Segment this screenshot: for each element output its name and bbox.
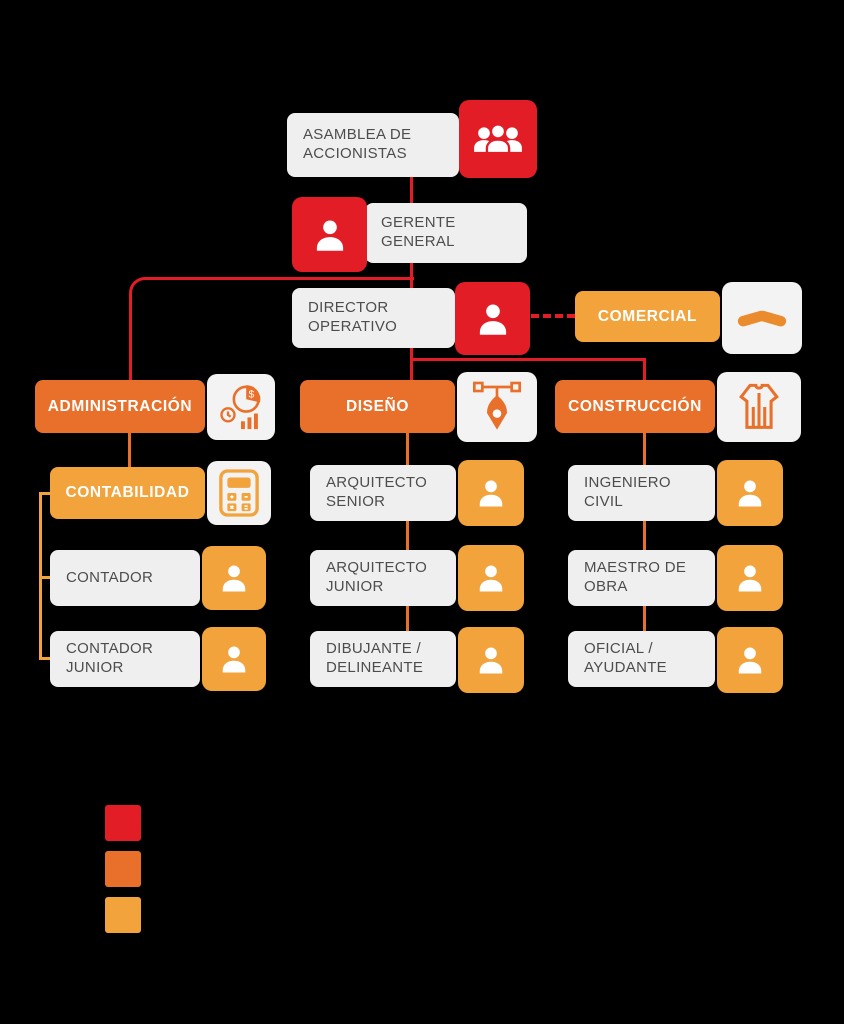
legend-swatch-red bbox=[105, 805, 141, 841]
legend-swatch-amber bbox=[105, 897, 141, 933]
person-icon bbox=[458, 545, 524, 611]
connector-branches-horizontal bbox=[410, 358, 646, 361]
node-gerente: GERENTE GENERAL bbox=[365, 203, 527, 263]
node-contador-junior-label: CONTADOR JUNIOR bbox=[66, 640, 154, 676]
node-oficial-ayudante: OFICIAL / AYUDANTE bbox=[568, 631, 715, 687]
node-contabilidad-label: CONTABILIDAD bbox=[65, 484, 190, 501]
connector-gerente-director bbox=[410, 262, 413, 290]
node-ingeniero-civil-label: INGENIERO CIVIL bbox=[584, 474, 671, 510]
node-gerente-label: GERENTE GENERAL bbox=[381, 214, 456, 250]
connector-bracket-contador-stub bbox=[39, 576, 52, 579]
node-contador-junior: CONTADOR JUNIOR bbox=[50, 631, 200, 687]
connector-bracket-top-stub bbox=[39, 492, 52, 495]
node-director-label: DIRECTOR OPERATIVO bbox=[308, 299, 398, 335]
person-icon bbox=[458, 627, 524, 693]
connector-diseno-children bbox=[406, 432, 409, 660]
node-diseno: DISEÑO bbox=[300, 380, 455, 433]
connector-construccion-children bbox=[643, 432, 646, 660]
people-group-icon bbox=[459, 100, 537, 178]
connector-construccion-drop bbox=[643, 358, 646, 380]
node-comercial-label: COMERCIAL bbox=[597, 307, 698, 325]
calculator-icon bbox=[207, 461, 271, 525]
node-arquitecto-junior: ARQUITECTO JUNIOR bbox=[310, 550, 456, 606]
person-icon bbox=[717, 460, 783, 526]
node-ingeniero-civil: INGENIERO CIVIL bbox=[568, 465, 715, 521]
node-maestro-de-obra-label: MAESTRO DE OBRA bbox=[584, 559, 687, 595]
connector-administracion-branch bbox=[129, 277, 414, 383]
node-maestro-de-obra: MAESTRO DE OBRA bbox=[568, 550, 715, 606]
node-contabilidad: CONTABILIDAD bbox=[50, 467, 205, 519]
node-contador: CONTADOR bbox=[50, 550, 200, 606]
node-asamblea-label: ASAMBLEA DE ACCIONISTAS bbox=[303, 126, 412, 162]
person-icon bbox=[202, 546, 266, 610]
node-arquitecto-senior: ARQUITECTO SENIOR bbox=[310, 465, 456, 521]
person-icon bbox=[202, 627, 266, 691]
node-arquitecto-senior-label: ARQUITECTO SENIOR bbox=[326, 474, 428, 510]
person-icon bbox=[717, 545, 783, 611]
pen-tool-icon bbox=[457, 372, 537, 442]
node-dibujante-label: DIBUJANTE / DELINEANTE bbox=[326, 640, 424, 676]
connector-admin-contabilidad bbox=[128, 432, 131, 468]
node-construccion-label: CONSTRUCCIÓN bbox=[568, 397, 702, 415]
person-icon bbox=[292, 197, 367, 272]
connector-director-comercial bbox=[531, 314, 575, 318]
node-oficial-ayudante-label: OFICIAL / AYUDANTE bbox=[584, 640, 667, 676]
node-administracion: ADMINISTRACIÓN bbox=[35, 380, 205, 433]
safety-vest-icon bbox=[717, 372, 801, 442]
finance-chart-icon: $ bbox=[207, 374, 275, 440]
node-administracion-label: ADMINISTRACIÓN bbox=[47, 397, 193, 415]
node-construccion: CONSTRUCCIÓN bbox=[555, 380, 715, 433]
legend-swatch-orange bbox=[105, 851, 141, 887]
person-icon bbox=[717, 627, 783, 693]
connector-asamblea-gerente bbox=[410, 176, 413, 205]
connector-director-down bbox=[410, 347, 413, 380]
node-director: DIRECTOR OPERATIVO bbox=[292, 288, 455, 348]
node-arquitecto-junior-label: ARQUITECTO JUNIOR bbox=[326, 559, 428, 595]
node-dibujante: DIBUJANTE / DELINEANTE bbox=[310, 631, 456, 687]
svg-text:$: $ bbox=[249, 389, 255, 400]
node-contador-label: CONTADOR bbox=[66, 568, 154, 586]
person-icon bbox=[455, 282, 530, 355]
node-asamblea: ASAMBLEA DE ACCIONISTAS bbox=[287, 113, 459, 177]
person-icon bbox=[458, 460, 524, 526]
handshake-icon bbox=[722, 282, 802, 354]
node-diseno-label: DISEÑO bbox=[345, 397, 410, 415]
node-comercial: COMERCIAL bbox=[575, 291, 720, 342]
connector-bracket-junior-stub bbox=[39, 657, 52, 660]
